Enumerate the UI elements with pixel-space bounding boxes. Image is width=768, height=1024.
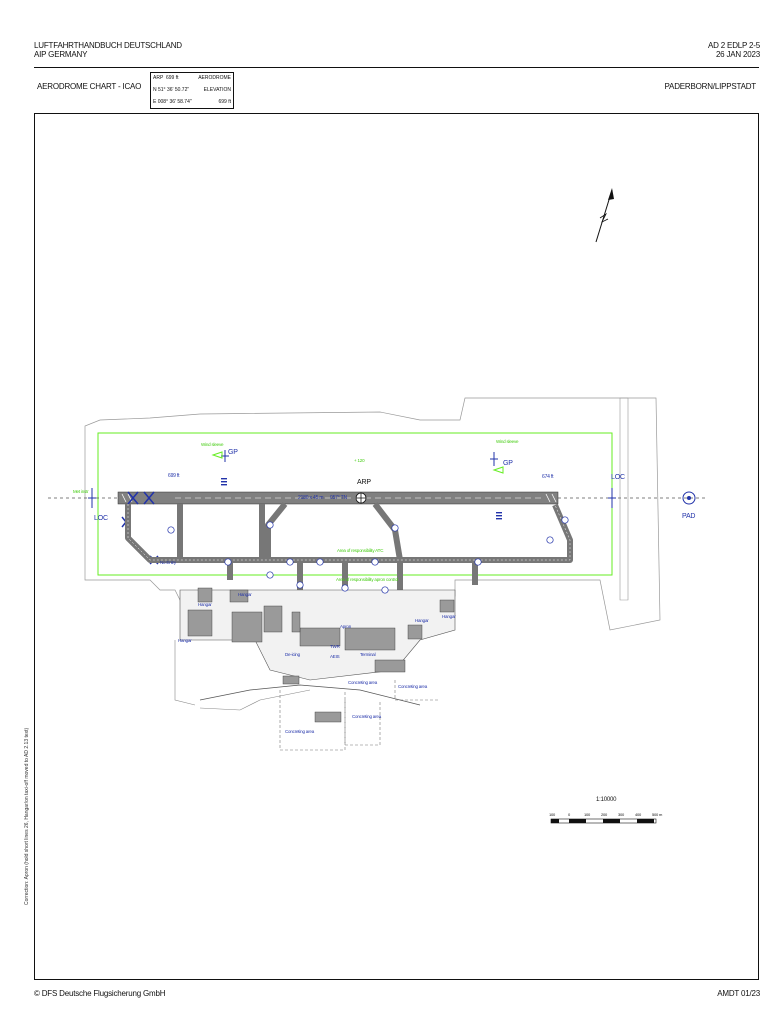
hangar-label-3: Hangar (178, 638, 192, 643)
correction-note: Correction: Apron (hold short lines 26, … (24, 727, 30, 905)
aerodrome-info-box: ARP 699 ft N 51° 36' 50.72" E 008° 36' 5… (150, 72, 234, 109)
scale-bar (550, 818, 657, 824)
scale-tick-3: 200 (601, 812, 608, 817)
footer-copyright: © DFS Deutsche Flugsicherung GmbH (34, 989, 166, 998)
hangar-label-1: Hangar (238, 592, 252, 597)
aerodrome-label: AERODROME (198, 75, 231, 81)
page-reference: AD 2 EDLP 2-5 (708, 41, 760, 50)
elevation-label: ELEVATION (203, 87, 231, 93)
taxiway-markers (167, 516, 569, 594)
aerodrome-name: PADERBORN/LIPPSTADT (664, 82, 757, 91)
publication-date: 26 JAN 2023 (715, 50, 760, 59)
threshold-elevation-west: 699 ft (168, 473, 180, 479)
building-blocks (187, 587, 455, 723)
concreting-area-label-2: Concreting area (398, 684, 428, 689)
scale-tick-0: 100 (549, 812, 556, 817)
concreting-area-label-4: Concreting area (285, 729, 315, 734)
footer-amendment: AMDT 01/23 (717, 989, 760, 998)
atc-area-note: Area of responsibility ATC (337, 548, 384, 553)
publication-subtitle: AIP GERMANY (34, 50, 88, 59)
runway-dimensions: 2180 x 45 m (298, 495, 324, 501)
scale-tick-1: 0 (568, 812, 571, 817)
pad-label: PAD (682, 513, 696, 520)
terminal-label: Terminal (360, 652, 376, 657)
wind-sleeve-icon (211, 451, 504, 474)
height-label: + 120 (354, 458, 365, 463)
deicing-label: De-icing (285, 652, 300, 657)
aerodrome-boundary (84, 397, 661, 631)
gp-east-label: GP (503, 460, 513, 467)
arp-label: ARP (357, 479, 371, 486)
gp-west-label: GP (228, 449, 238, 456)
scale-tick-5: 400 (635, 812, 642, 817)
arp-elevation: 699 ft (166, 75, 179, 81)
publication-title: LUFTFAHRTHANDBUCH DEUTSCHLAND (34, 41, 182, 50)
wind-sleeve-east-label: Wind sleeve (496, 439, 519, 444)
arp-latitude: N 51° 36' 50.72" (153, 87, 190, 93)
localizer-icon (88, 488, 616, 508)
scale-tick-2: 100 (584, 812, 591, 817)
tower-label: TWR (330, 644, 340, 649)
hangar-label-5: Hangar (442, 614, 456, 619)
wind-sleeve-west-label: Wind sleeve (201, 442, 224, 447)
arp-icon (355, 492, 367, 504)
loc-east-label: LOC (611, 474, 625, 481)
chart-title: AERODROME CHART - ICAO (37, 82, 142, 91)
north-arrow-icon (595, 188, 614, 243)
arp-longitude: E 008° 36' 58.74" (153, 99, 192, 105)
scale-tick-4: 300 (618, 812, 625, 817)
apron-control-note: Area of responsibility apron control (336, 577, 399, 582)
chart-frame (34, 113, 759, 980)
arp-label: ARP (153, 75, 164, 81)
scale-tick-6: 500 m (652, 812, 663, 817)
hangar-label-4: Hangar (415, 618, 429, 623)
aeis-label: AEIS (330, 654, 340, 659)
hangar-label-2: Hangar (198, 602, 212, 607)
no-entry-label: No Entry (160, 560, 176, 565)
concreting-area-label-1: Concreting area (348, 680, 378, 685)
met-instrument-label: Met instr (73, 489, 89, 494)
runway-bearing: 057° TN (330, 495, 347, 501)
concreting-area-label-3: Concreting area (352, 714, 382, 719)
threshold-elevation-east: 674 ft (542, 474, 554, 480)
elevation-value: 699 ft (218, 99, 231, 105)
pad-navaid-icon (682, 491, 696, 505)
apron-label: Apron (340, 624, 352, 629)
scale-ratio: 1:10000 (596, 797, 617, 803)
loc-west-label: LOC (94, 515, 108, 522)
header-divider (34, 67, 759, 68)
